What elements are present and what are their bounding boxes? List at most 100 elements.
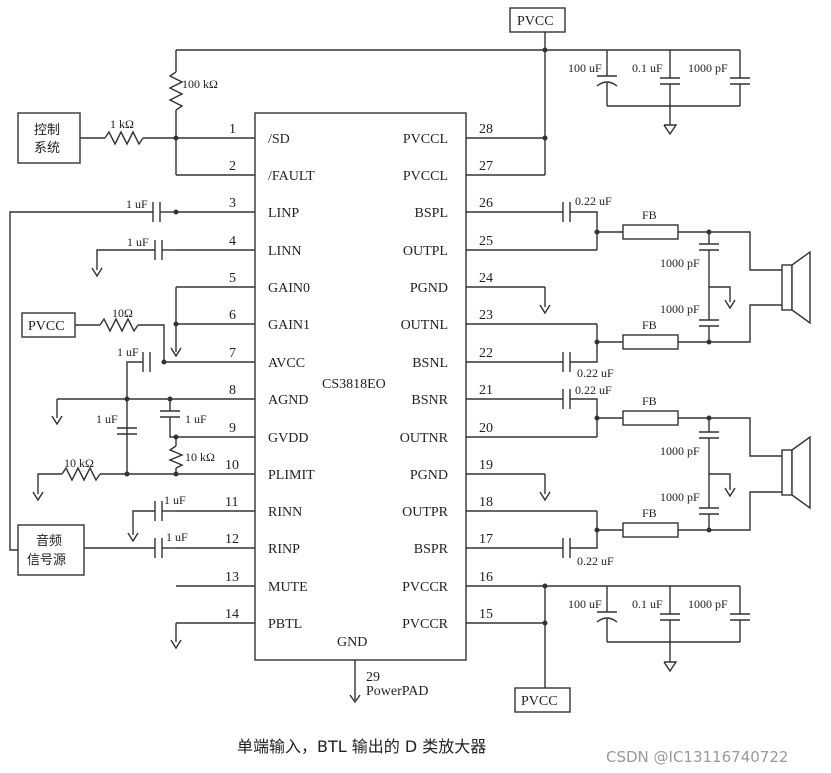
control-system-box (17, 112, 81, 164)
pin-label-16: PVCCR (402, 580, 449, 595)
pin-label-15: PVCCR (402, 617, 449, 632)
cap-filt4-label: 1000 pF (660, 490, 700, 504)
pin-num-10: 10 (225, 458, 239, 473)
junction-dot (167, 396, 173, 402)
pin-label-23: OUTNL (401, 318, 448, 333)
junction-dot (124, 471, 130, 477)
junction-dot (124, 396, 130, 402)
cap-filt2-label: 1000 pF (660, 302, 700, 316)
ferrite-bead-4 (622, 522, 679, 538)
rinn-gnd (127, 532, 139, 543)
resistor-10ohm-label: 10Ω (112, 306, 133, 320)
pin-label-20: OUTNR (400, 431, 449, 446)
cap-rinn-label: 1 uF (164, 493, 186, 507)
ferrite-bead-2 (622, 334, 679, 350)
cap-linp-label: 1 uF (126, 197, 148, 211)
pin-label-11: RINN (268, 505, 302, 520)
pin-num-28: 28 (479, 122, 493, 137)
pin-label-22: BSNL (412, 356, 448, 371)
pin-num-20: 20 (479, 421, 493, 436)
pin-label-21: BSNR (411, 393, 448, 408)
junction-dot (706, 415, 712, 421)
junction-dot (542, 135, 548, 141)
resistor-plimit-gnd (168, 445, 184, 469)
chip-name: CS3818EO (322, 377, 386, 392)
pin-num-6: 6 (229, 308, 236, 323)
resistor-pullup (168, 71, 184, 111)
cap-top-small-label: 1000 pF (688, 61, 728, 75)
pin-label-28: PVCCL (403, 132, 448, 147)
cap-bspl-label: 0.22 uF (575, 194, 612, 208)
cap-bsnl-label: 0.22 uF (577, 366, 614, 380)
bspr-wire (570, 511, 598, 549)
junction-dot (173, 209, 179, 215)
cap-gvdd-label: 1 uF (185, 412, 207, 426)
pin-label-14: PBTL (268, 617, 302, 632)
pin-label-18: OUTPR (402, 505, 449, 520)
filter-caps-right (699, 418, 736, 530)
fb3-out-wire (678, 417, 782, 457)
pin-num-19: 19 (479, 458, 493, 473)
pin-label-8: AGND (268, 393, 308, 408)
resistor-sd (104, 130, 144, 146)
resistor-sd-label: 1 kΩ (110, 117, 134, 131)
avcc-cap-wire (126, 361, 143, 474)
pin-num-16: 16 (479, 570, 493, 585)
junction-dot (161, 359, 167, 365)
plimit-gnd (32, 491, 44, 502)
control-system-line1: 控制 (34, 123, 60, 138)
bsnl-wire (570, 324, 598, 363)
cap-top-bulk-label: 100 uF (568, 61, 602, 75)
pin-num-15: 15 (479, 607, 493, 622)
pvcc-left-box (21, 312, 76, 338)
cap-top-mid-label: 0.1 uF (632, 61, 663, 75)
resistor-plimit (61, 466, 101, 482)
chip-gnd-label: GND (337, 635, 367, 650)
cap-bot-mid-label: 0.1 uF (632, 597, 663, 611)
pin-num-25: 25 (479, 234, 493, 249)
pin-num-4: 4 (229, 234, 236, 249)
top-decoupling-caps (596, 50, 750, 136)
pin-num-27: 27 (479, 159, 493, 174)
resistor-plimit-gnd-label: 10 kΩ (185, 450, 215, 464)
junction-dot (542, 47, 548, 53)
pin-num-23: 23 (479, 308, 493, 323)
fb1-out-wire (678, 231, 782, 271)
pin-label-4: LINN (268, 244, 301, 259)
rinn-wire (132, 510, 155, 535)
cap-linn-label: 1 uF (127, 235, 149, 249)
junction-dot (706, 229, 712, 235)
gvdd-cap-wire2 (169, 417, 176, 438)
pin-num-21: 21 (479, 383, 493, 398)
pin-num-7: 7 (229, 346, 236, 361)
pvcc-left-wire2 (138, 324, 165, 362)
bottom-decoupling-caps (596, 586, 750, 673)
ferrite-bead-4-label: FB (642, 506, 657, 520)
pin-num-12: 12 (225, 532, 239, 547)
ferrite-bead-1 (622, 224, 679, 240)
ferrite-bead-1-label: FB (642, 208, 657, 222)
pvcc-top-label: PVCC (517, 14, 554, 29)
pin-label-17: BSPR (414, 542, 449, 557)
pin-num-17: 17 (479, 532, 493, 547)
pin-label-6: GAIN1 (268, 318, 310, 333)
cap-filt3-label: 1000 pF (660, 444, 700, 458)
pin-label-12: RINP (268, 542, 300, 557)
pin-num-24: 24 (479, 271, 493, 286)
cap-avcc-label: 1 uF (117, 345, 139, 359)
pvcc-bottom-label: PVCC (521, 694, 558, 709)
ferrite-bead-3 (622, 410, 679, 426)
resistor-plimit-label: 10 kΩ (64, 456, 94, 470)
junction-dot (542, 583, 548, 589)
resistor-10ohm (99, 317, 139, 333)
pin-num-18: 18 (479, 495, 493, 510)
pin-label-2: /FAULT (268, 169, 315, 184)
pin-label-13: MUTE (268, 580, 308, 595)
ferrite-bead-3-label: FB (642, 394, 657, 408)
junction-dot (542, 620, 548, 626)
junction-dot (706, 527, 712, 533)
cap-bsnr-label: 0.22 uF (575, 383, 612, 397)
pvcc-left-label: PVCC (28, 319, 65, 334)
pin-label-1: /SD (268, 132, 290, 147)
